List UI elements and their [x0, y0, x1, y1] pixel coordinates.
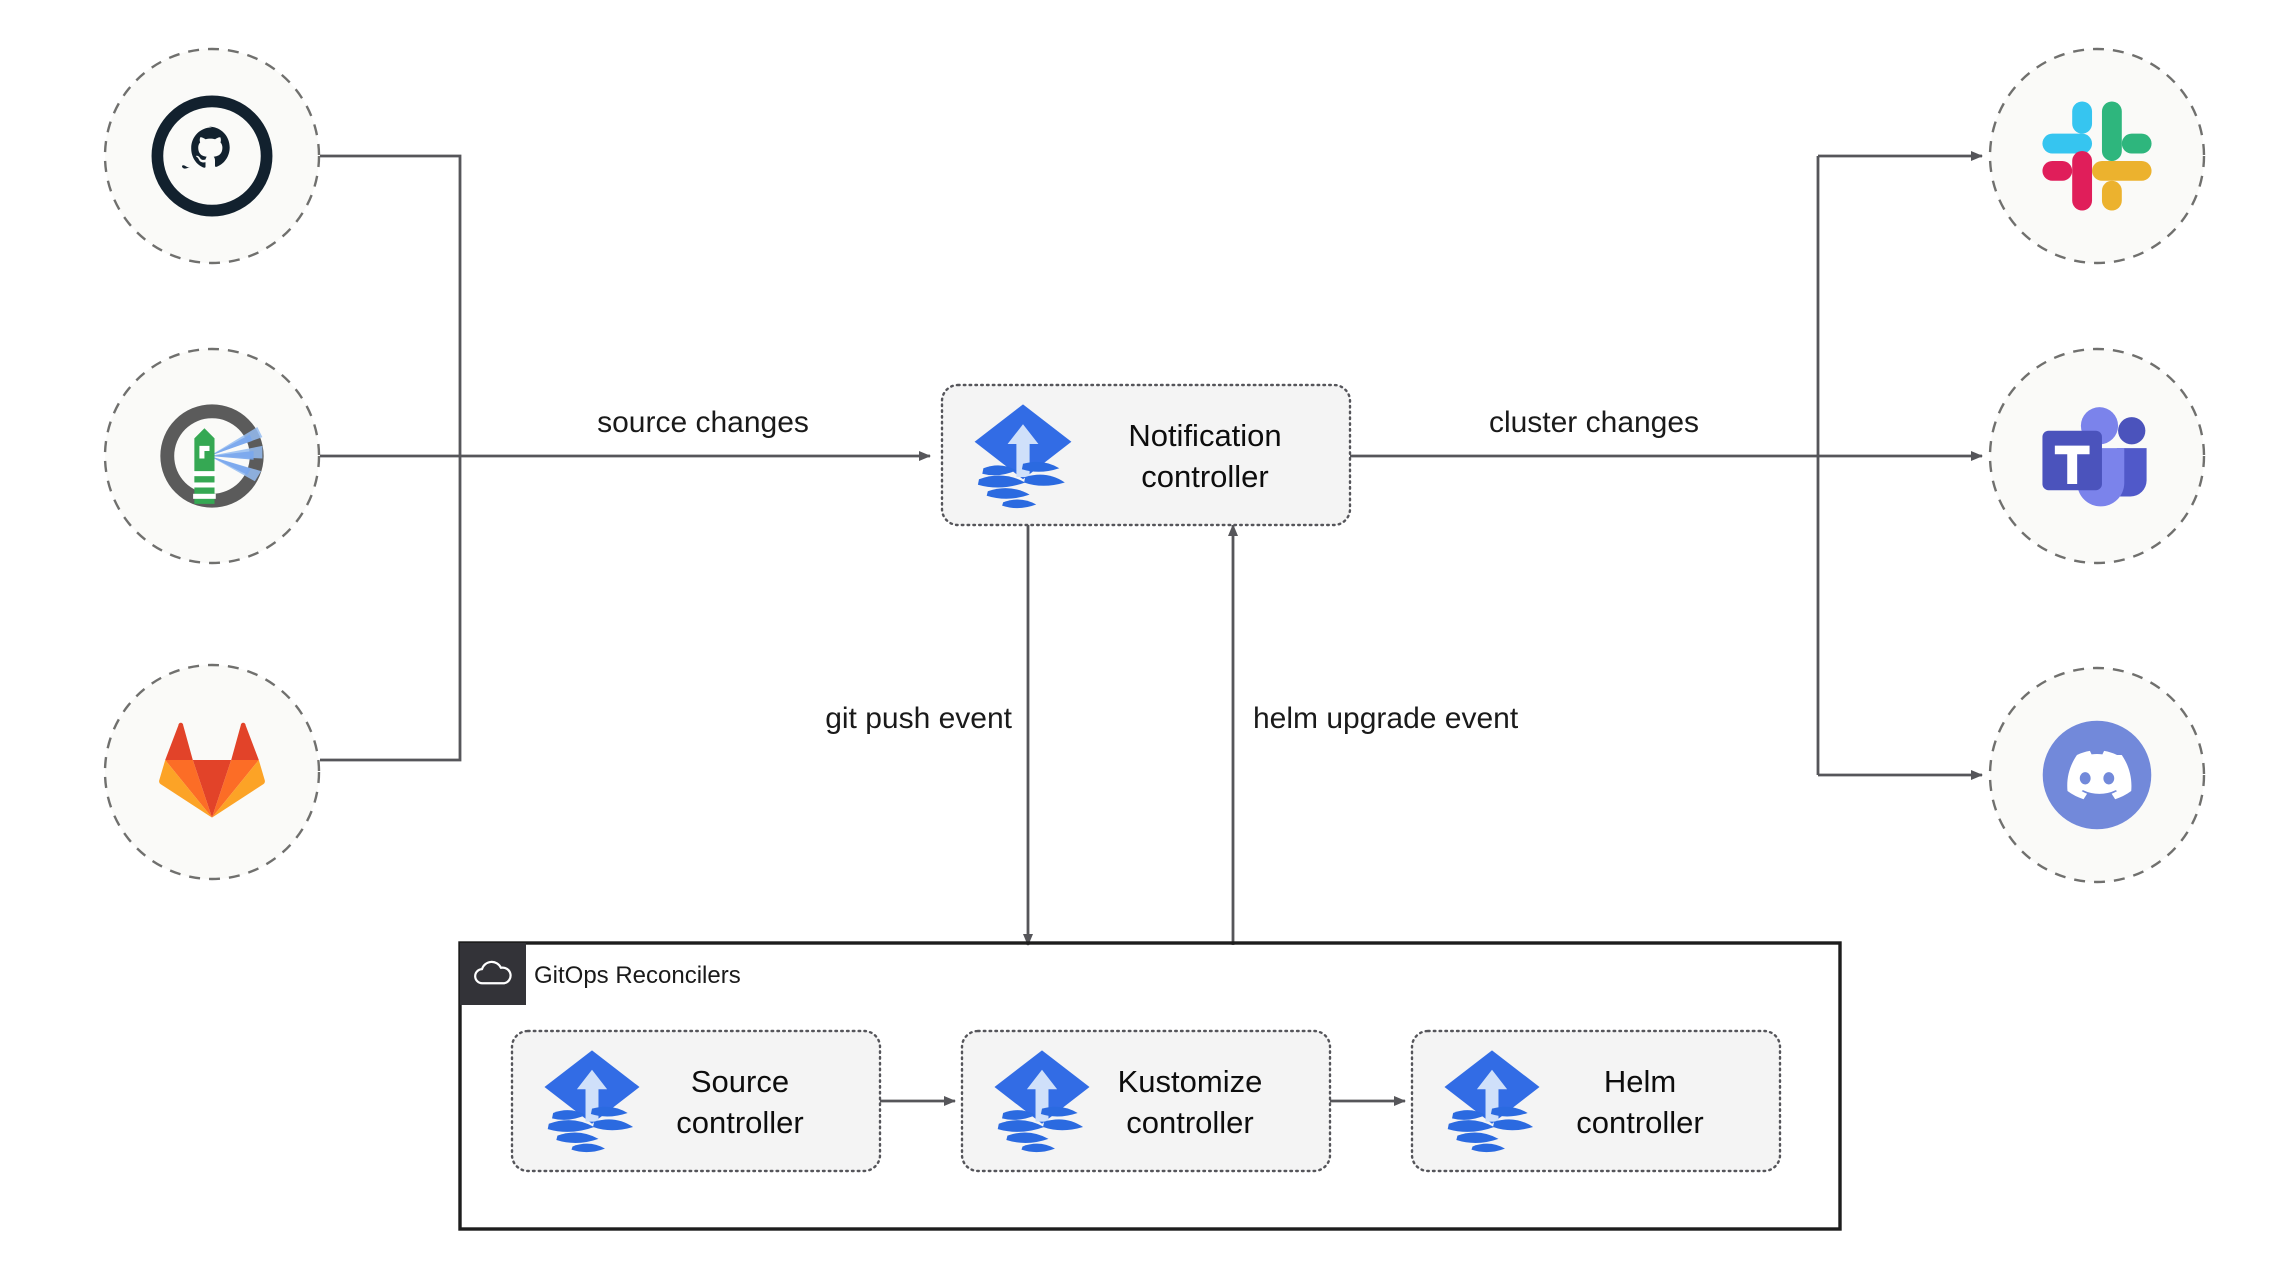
gitops-reconcilers-label: GitOps Reconcilers — [534, 962, 741, 989]
kustomize-controller-node[interactable]: Kustomize controller — [960, 1029, 1332, 1173]
source-controller-label-line1: Source — [691, 1064, 789, 1099]
helm-controller-label-line1: Helm — [1604, 1064, 1676, 1099]
destination-nodes — [1988, 47, 2206, 884]
source-node-github[interactable] — [103, 47, 321, 265]
source-controller-label-line2: controller — [676, 1105, 804, 1140]
notification-controller-label-line2: controller — [1141, 459, 1269, 494]
edge-label-helm-upgrade-event: helm upgrade event — [1253, 702, 1519, 735]
source-node-gitlab[interactable] — [103, 663, 321, 881]
kustomize-controller-label-line1: Kustomize — [1118, 1064, 1263, 1099]
discord-icon — [2042, 720, 2152, 830]
destination-node-discord[interactable] — [1988, 666, 2206, 884]
destination-node-slack[interactable] — [1988, 47, 2206, 265]
edge-label-cluster-changes: cluster changes — [1489, 406, 1699, 439]
edge-github-to-bus — [320, 154, 462, 456]
notification-controller-node[interactable]: Notification controller — [940, 383, 1352, 527]
notification-controller-label-line1: Notification — [1128, 418, 1281, 453]
edge-label-source-changes: source changes — [597, 406, 809, 439]
kustomize-controller-label-line2: controller — [1126, 1105, 1254, 1140]
edge-gitlab-to-bus — [320, 456, 462, 762]
connection-layer — [320, 151, 1983, 946]
group-badge — [460, 943, 526, 1005]
helm-controller-node[interactable]: Helm controller — [1410, 1029, 1782, 1173]
edge-labels: source changes cluster changes git push … — [597, 406, 1699, 735]
gitops-reconcilers-group: GitOps Reconcilers Source controller Kus… — [458, 941, 1842, 1231]
source-node-flux[interactable] — [103, 347, 321, 565]
edge-label-git-push-event: git push event — [825, 702, 1012, 735]
helm-controller-label-line2: controller — [1576, 1105, 1704, 1140]
destination-node-teams[interactable] — [1988, 347, 2206, 565]
source-nodes — [103, 47, 321, 881]
source-controller-node[interactable]: Source controller — [510, 1029, 882, 1173]
